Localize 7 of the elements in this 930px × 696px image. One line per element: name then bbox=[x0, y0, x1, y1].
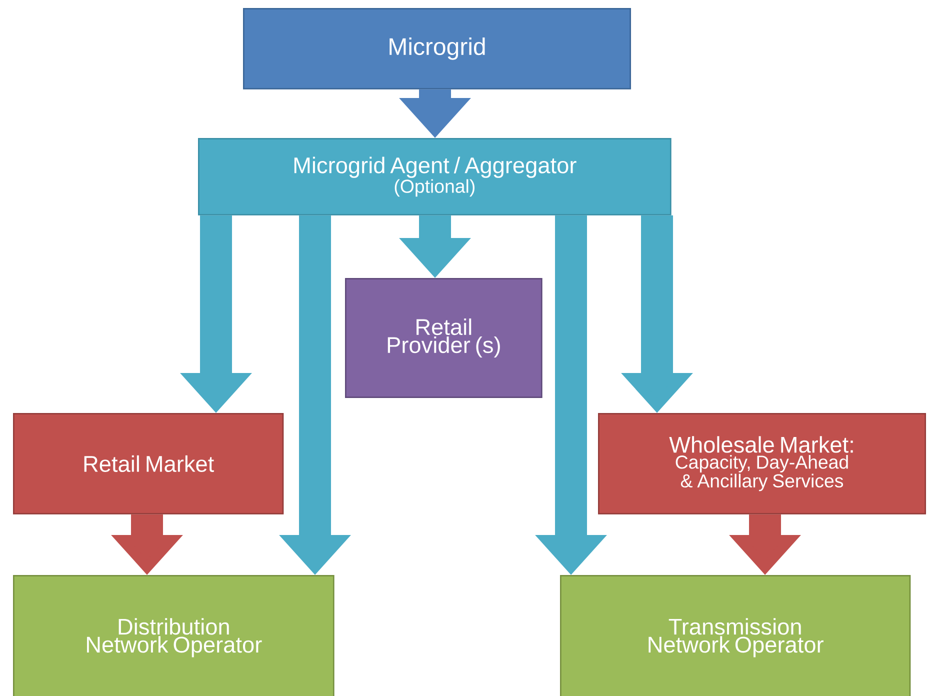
process-box: Distribution Network Operator bbox=[13, 575, 334, 696]
process-box: Wholesale Market: Capacity, Day-Ahead & Ancillary Services bbox=[598, 413, 926, 514]
process-box: Transmission Network Operator bbox=[560, 575, 911, 696]
process-box: Microgrid bbox=[243, 8, 631, 90]
process-box: Microgrid Agent / Aggregator (Optional) bbox=[198, 138, 672, 216]
process-box: Retail Market bbox=[13, 413, 284, 514]
process-box: Retail Provider (s) bbox=[345, 278, 542, 398]
